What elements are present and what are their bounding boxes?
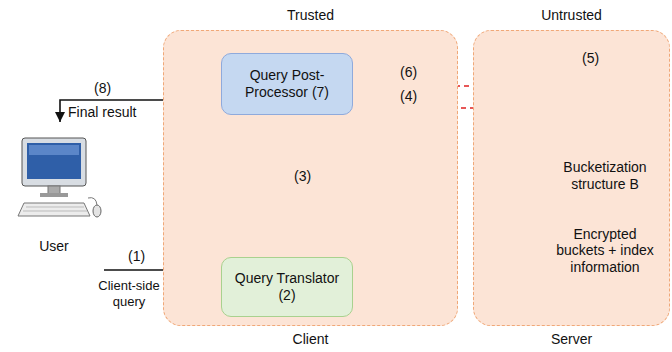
label-holder: (8) bbox=[92, 80, 113, 97]
zone-caption: Client bbox=[293, 331, 329, 348]
label-holder: (1) bbox=[126, 248, 147, 265]
edge-label: (3) bbox=[292, 168, 313, 185]
zone-heading: Trusted bbox=[287, 7, 334, 24]
user-terminal: User bbox=[4, 122, 104, 282]
process-label: Query Translator (2) bbox=[230, 270, 344, 304]
edge-label: Final result bbox=[66, 104, 138, 121]
callout-number: (1) bbox=[126, 248, 147, 265]
user-label: User bbox=[4, 238, 104, 255]
label-holder: (6) bbox=[398, 64, 419, 81]
label-holder: Client-side query bbox=[96, 278, 162, 309]
edge-label: (6) bbox=[398, 64, 419, 81]
store-heading: Bucketization structure B bbox=[551, 159, 659, 193]
zone-caption: Server bbox=[551, 331, 592, 348]
process-box: Query Translator (2) bbox=[221, 257, 353, 317]
edge-label: (4) bbox=[398, 88, 419, 105]
callout-number: (8) bbox=[92, 80, 113, 97]
zone-heading: Untrusted bbox=[541, 7, 602, 24]
user-workstation-icon bbox=[18, 138, 101, 217]
database-store: Bucketization structure B Encrypted bucke… bbox=[523, 71, 671, 327]
label-holder: (5) bbox=[580, 50, 601, 67]
store-body: Encrypted buckets + index information bbox=[551, 226, 659, 276]
untrusted-region: UntrustedServerBucketization structure B… bbox=[473, 30, 670, 326]
label-holder: (3) bbox=[292, 168, 313, 185]
process-label: Query Post-Processor (7) bbox=[230, 67, 344, 101]
label-holder: (4) bbox=[398, 88, 419, 105]
process-box: Query Post-Processor (7) bbox=[221, 53, 353, 115]
label-holder: Final result bbox=[66, 104, 138, 121]
edge-label: Client-side query bbox=[96, 278, 162, 309]
callout-number: (5) bbox=[580, 50, 601, 67]
